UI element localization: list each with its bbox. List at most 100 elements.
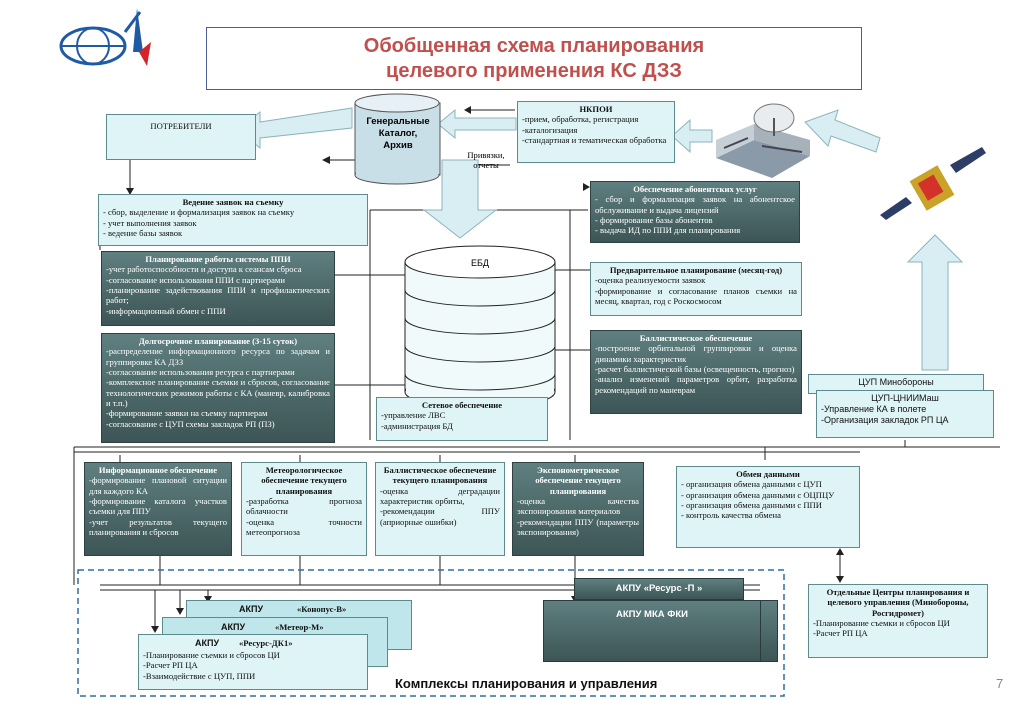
- akpu-resurs-dk-card: АКПУ «Ресурс-ДК1» -Планирование съемки и…: [138, 634, 368, 690]
- exposure-item: -рекомендации ППУ (параметры экспонирова…: [517, 516, 639, 537]
- subscriber-item: - выдача ИД по ППИ для планирования: [595, 225, 741, 236]
- longterm-title: Долгосрочное планирование (3-15 суток): [138, 336, 298, 346]
- info-title: Информационное обеспечение: [98, 465, 218, 475]
- nkpoi-item: -прием, обработка, регистрация: [522, 114, 639, 125]
- orders-title: Ведение заявок на съемку: [182, 197, 284, 207]
- nkpoi-title: НКПОИ: [579, 104, 613, 114]
- separate-centers-item: -Расчет РП ЦА: [813, 628, 868, 639]
- satellite-dish-icon: [716, 103, 810, 178]
- separate-centers-box: Отдельные Центры планирования и целевого…: [808, 584, 988, 658]
- separate-centers-item: -Планирование съемки и сбросов ЦИ: [813, 617, 950, 628]
- ballistic-item: -анализ изменений параметров орбит, разр…: [595, 374, 797, 395]
- akpu-resurs-dk-right: «Ресурс-ДК1»: [239, 638, 293, 648]
- meteo-item: -разработка прогноза облачности: [246, 495, 362, 517]
- data-exchange-item: - организация обмена данными с ЦУП: [681, 479, 822, 490]
- akpu-resurs-dk-item: -Планирование съемки и сбросов ЦИ: [143, 650, 280, 660]
- longterm-item: -комплексное планирование съемки и сброс…: [106, 377, 330, 408]
- ground-station-image: [712, 100, 812, 180]
- network-item: -управление ЛВС: [381, 410, 446, 421]
- ppi-planning-box: Планирование работы системы ППИ -учет ра…: [101, 251, 335, 326]
- orders-box: Ведение заявок на съемку - сбор, выделен…: [98, 194, 368, 246]
- longterm-item: -распределение информационного ресурса п…: [106, 346, 330, 367]
- edb-label: ЕБД: [470, 258, 489, 268]
- akpu-meteor-left: АКПУ: [221, 622, 246, 632]
- ballistic-current-box: Баллистическое обеспечение текущего план…: [375, 462, 505, 556]
- meteo-box: Метеорологическое обеспечение текущего п…: [241, 462, 367, 556]
- page-number: 7: [996, 676, 1004, 691]
- ballistic-current-item: -оценка деградации характеристик орбиты,: [380, 485, 500, 506]
- info-box: Информационное обеспечение -формирование…: [84, 462, 232, 556]
- archive-line-3: Архив: [383, 139, 413, 151]
- info-item: -формирование каталога участков съемки д…: [89, 495, 227, 517]
- ballistic-item: -построение орбитальной группировки и оц…: [595, 343, 797, 364]
- globe-rocket-icon: [59, 8, 151, 66]
- ppi-planning-title: Планирование работы системы ППИ: [145, 254, 291, 264]
- subscriber-title: Обеспечение абонентских услуг: [633, 184, 757, 194]
- consumers-title: ПОТРЕБИТЕЛИ: [150, 121, 212, 131]
- akpu-mka-card: АКПУ МКА ФКИ: [543, 600, 761, 662]
- longterm-item: -согласование использования ресурса с па…: [106, 366, 295, 377]
- akpu-mka-label: АКПУ МКА ФКИ: [616, 609, 688, 620]
- cup-item: -Организация закладок РП ЦА: [821, 414, 949, 425]
- prelim-title: Предварительное планирование (месяц-год): [609, 265, 783, 275]
- links-line-2: отчеты: [473, 160, 499, 171]
- akpu-resurs-dk-item: -Взаимодействие с ЦУП, ППИ: [143, 670, 256, 681]
- orders-item: - ведение базы заявок: [103, 227, 183, 238]
- data-exchange-box: Обмен данными - организация обмена данны…: [676, 466, 860, 548]
- exposure-box: Экспонометрическое обеспечение текущего …: [512, 462, 644, 556]
- network-item: -администрация БД: [381, 420, 453, 431]
- longterm-item: -согласование с ЦУП схемы закладок РП (П…: [106, 418, 275, 429]
- page-title: Обобщенная схема планирования целевого п…: [206, 27, 862, 90]
- info-item: -учет результатов текущего планирования …: [89, 516, 227, 537]
- orders-item: - сбор, выделение и формализация заявок …: [103, 207, 295, 218]
- akpu-resurs-dk-left: АКПУ: [195, 638, 220, 648]
- ballistic-current-item: -рекомендации ППУ (априорные ошибки): [380, 506, 500, 527]
- ballistic-box: Баллистическое обеспечение -построение о…: [590, 330, 802, 414]
- archive-line-1: Генеральные: [366, 116, 430, 127]
- prelim-item: -оценка реализуемости заявок: [595, 275, 706, 286]
- akpu-resurs-p-label: АКПУ «Ресурс -П »: [615, 583, 703, 594]
- ballistic-item: -расчет баллистической базы (освещенност…: [595, 363, 795, 374]
- akpu-kanopus-right: «Конопус-В»: [297, 604, 347, 614]
- links-label: Привязки, отчеты: [456, 150, 516, 171]
- meteo-title: Метеорологическое обеспечение текущего п…: [261, 465, 347, 496]
- network-title: Сетевое обеспечение: [421, 400, 503, 410]
- subscriber-item: - формирование базы абонентов: [595, 214, 713, 225]
- ballistic-current-title: Баллистическое обеспечение текущего план…: [383, 465, 497, 486]
- subscriber-item: - сбор и формализация заявок на абонентс…: [595, 194, 795, 215]
- longterm-box: Долгосрочное планирование (3-15 суток) -…: [101, 333, 335, 443]
- archive-label: Генеральные Каталог, Архив: [356, 116, 440, 152]
- nkpoi-item: -каталогизация: [522, 124, 578, 135]
- subscriber-box: Обеспечение абонентских услуг - сбор и ф…: [590, 181, 800, 243]
- consumers-box: ПОТРЕБИТЕЛИ: [106, 114, 256, 160]
- akpu-resurs-dk-item: -Расчет РП ЦА: [143, 660, 198, 671]
- title-line-1: Обобщенная схема планирования: [363, 34, 705, 57]
- cup-item: -Управление КА в полете: [821, 403, 927, 414]
- nkpoi-item: -стандартная и тематическая обработка: [522, 134, 667, 145]
- roscosmos-logo: [55, 2, 165, 70]
- archive-line-2: Каталог,: [378, 127, 418, 139]
- ppi-planning-item: -информационный обмен с ППИ: [106, 305, 226, 316]
- satellite-icon: [880, 147, 986, 220]
- prelim-box: Предварительное планирование (месяц-год)…: [590, 262, 802, 316]
- separate-centers-title: Отдельные Центры планирования и целевого…: [826, 587, 970, 618]
- title-line-2: целевого применения КС ДЗЗ: [386, 59, 682, 82]
- network-box: Сетевое обеспечение -управление ЛВС -адм…: [376, 397, 548, 441]
- ppi-planning-item: -планирование задействования ППИ и профи…: [106, 284, 330, 306]
- longterm-item: -формирование заявки на съемку партнерам: [106, 408, 268, 419]
- satellite-image: [878, 145, 988, 220]
- orders-item: - учет выполнения заявок: [103, 217, 197, 228]
- meteo-item: -оценка точности метеопрогноза: [246, 516, 362, 537]
- cup-mo-title: ЦУП Минобороны: [858, 377, 934, 387]
- links-line-1: Привязки,: [467, 150, 505, 160]
- prelim-item: -формирование и согласование планов съем…: [595, 285, 797, 306]
- cup-box: ЦУП-ЦНИИМаш -Управление КА в полете -Орг…: [816, 390, 994, 438]
- data-exchange-item: - контроль качества обмена: [681, 510, 781, 521]
- akpu-kanopus-left: АКПУ: [239, 604, 264, 614]
- exposure-item: -оценка качества экспонирования материал…: [517, 495, 639, 517]
- ppi-planning-item: -учет работоспособности и доступа к сеан…: [106, 264, 302, 275]
- ppi-planning-item: -согласование использования ППИ с партне…: [106, 274, 285, 285]
- exposure-title: Экспонометрическое обеспечение текущего …: [535, 465, 621, 496]
- akpu-resurs-p-card: АКПУ «Ресурс -П »: [574, 578, 744, 600]
- data-exchange-item: - организация обмена данными с ППИ: [681, 499, 822, 510]
